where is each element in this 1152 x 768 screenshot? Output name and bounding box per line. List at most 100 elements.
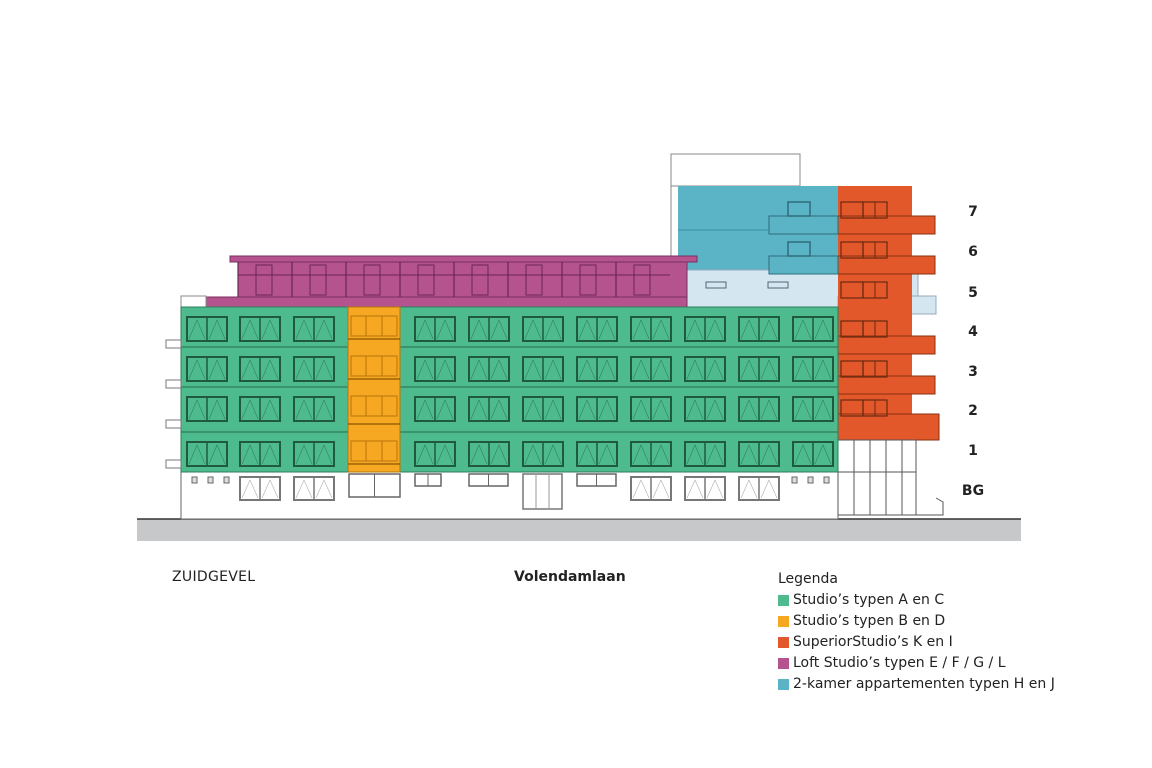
side-balcony — [165, 459, 182, 469]
window-opening-mark — [578, 319, 616, 340]
ground-plinth — [137, 519, 1021, 541]
floor-label-6: 6 — [968, 244, 978, 260]
loft-window — [525, 264, 543, 296]
window-opening-mark — [740, 479, 778, 499]
window-opening-mark — [524, 319, 562, 340]
window-opening-mark — [524, 399, 562, 420]
window-opening-mark — [740, 359, 778, 380]
window-opening-mark — [524, 359, 562, 380]
floor-label-4: 4 — [968, 324, 978, 340]
loft-window — [471, 264, 489, 296]
side-balcony — [165, 339, 182, 349]
window-opening-mark — [740, 399, 778, 420]
window-opening-mark — [578, 359, 616, 380]
window-opening-mark — [632, 479, 670, 499]
window-opening-mark — [295, 399, 333, 420]
vent — [807, 476, 814, 484]
floor-label-3: 3 — [968, 364, 978, 380]
floor-label-1: 1 — [968, 443, 978, 459]
window-opening-mark — [794, 444, 832, 465]
floor-label-5: 5 — [968, 285, 978, 301]
window-opening-mark — [794, 359, 832, 380]
window-opening-mark — [241, 479, 279, 499]
window-opening-mark — [470, 444, 508, 465]
window-opening-mark — [794, 319, 832, 340]
legend-item-2-kamer: 2-kamer appartementen typen H en J — [778, 674, 1055, 695]
window-opening-mark — [295, 359, 333, 380]
window-opening-mark — [295, 319, 333, 340]
loft-base-band — [205, 296, 688, 308]
roof-structure-outline — [670, 153, 801, 187]
block-studio-b-d — [347, 306, 401, 473]
street-name: Volendamlaan — [514, 569, 626, 585]
loft-window — [309, 264, 327, 296]
window-opening-mark — [632, 444, 670, 465]
legend-label: Studio’s typen A en C — [793, 592, 945, 608]
floor-label-7: 7 — [968, 204, 978, 220]
legend-swatch — [778, 679, 789, 690]
legend-item-studio-a-c: Studio’s typen A en C — [778, 590, 1055, 611]
loft-roof-edge — [229, 255, 698, 263]
studio-b-d-window — [350, 315, 398, 337]
window-opening-mark — [416, 319, 454, 340]
window-opening-mark — [632, 359, 670, 380]
legend-title: Legenda — [778, 571, 839, 587]
window-opening-mark — [188, 359, 226, 380]
vent — [223, 476, 230, 484]
legend-label: Studio’s typen B en D — [793, 613, 946, 629]
loft-window — [363, 264, 381, 296]
studio-b-d-window — [350, 395, 398, 417]
balcony-2-kamer — [768, 255, 839, 275]
window-opening-mark — [632, 319, 670, 340]
balcony-superior — [837, 255, 936, 275]
legend-label: Loft Studio’s typen E / F / G / L — [793, 655, 1006, 671]
balcony-door — [787, 201, 811, 217]
vent — [191, 476, 198, 484]
window-opening-mark — [295, 479, 333, 499]
loft-window — [579, 264, 597, 296]
window-opening-mark — [686, 399, 724, 420]
legend-swatch — [778, 637, 789, 648]
balcony-2-kamer — [768, 215, 839, 235]
window-opening-mark — [416, 359, 454, 380]
window-opening-mark — [241, 319, 279, 340]
legend-label: 2-kamer appartementen typen H en J — [793, 676, 1055, 692]
facade-title: ZUIDGEVEL — [172, 569, 256, 585]
window-opening-mark — [416, 399, 454, 420]
window-opening-mark — [470, 359, 508, 380]
window-opening-mark — [188, 399, 226, 420]
side-balcony — [165, 419, 182, 429]
window-opening-mark — [686, 444, 724, 465]
loft-window — [255, 264, 273, 296]
loft-window — [633, 264, 651, 296]
loft-window — [417, 264, 435, 296]
vent — [823, 476, 830, 484]
ground-floor-wall — [180, 471, 839, 520]
level-5-window — [705, 281, 727, 289]
legend-swatch — [778, 658, 789, 669]
loft-left-parapet — [180, 295, 207, 308]
window-opening-mark — [470, 319, 508, 340]
legend: Legenda Studio’s typen A en C Studio’s t… — [778, 569, 1055, 695]
balcony-superior — [837, 413, 940, 441]
window-opening-mark — [632, 399, 670, 420]
legend-swatch — [778, 595, 789, 606]
legend-swatch — [778, 616, 789, 627]
studio-b-d-window — [350, 440, 398, 462]
window-opening-mark — [794, 399, 832, 420]
legend-item-studio-b-d: Studio’s typen B en D — [778, 611, 1055, 632]
window-opening-mark — [686, 319, 724, 340]
ground-glazing-right — [837, 439, 917, 516]
window-opening-mark — [470, 399, 508, 420]
window-opening-mark — [188, 444, 226, 465]
window-opening-mark — [416, 444, 454, 465]
window-opening-mark — [578, 399, 616, 420]
window-opening-mark — [686, 359, 724, 380]
window-opening-mark — [740, 444, 778, 465]
entrance-ramp — [916, 497, 944, 516]
window-opening-mark — [295, 444, 333, 465]
window-opening-mark — [740, 319, 778, 340]
floor-label-2: 2 — [968, 403, 978, 419]
level-5-window — [767, 281, 789, 289]
